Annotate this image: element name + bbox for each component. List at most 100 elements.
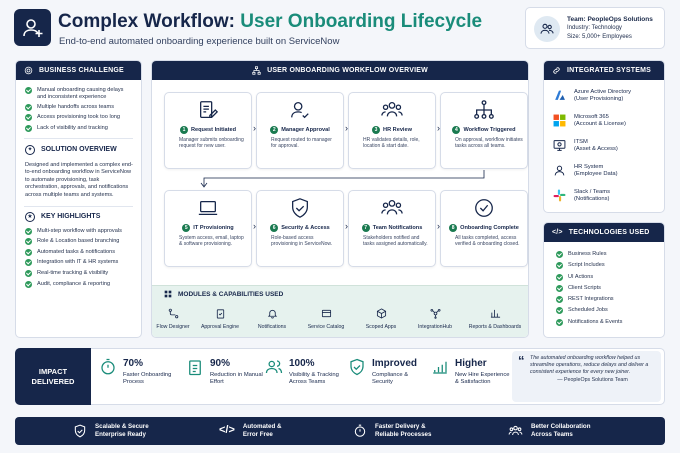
step-title: IT Provisioning xyxy=(193,225,234,231)
header-logo xyxy=(14,9,51,46)
team-people-icon xyxy=(508,425,523,435)
challenge-header: BUSINESS CHALLENGE xyxy=(16,61,141,80)
team-people-icon xyxy=(540,23,554,34)
grid-icon xyxy=(164,290,172,298)
quote-text: The automated onboarding workflow helped… xyxy=(530,355,649,375)
workflow-title: USER ONBOARDING WORKFLOW OVERVIEW xyxy=(267,67,428,74)
arrow-right-icon: › xyxy=(345,123,348,133)
quote-author: — PeopleOps Solutions Team xyxy=(557,377,628,383)
left-panel: BUSINESS CHALLENGE Manual onboarding cau… xyxy=(15,60,142,338)
check-icon xyxy=(25,238,32,246)
technologies-panel: </> TECHNOLOGIES USED Business Rules Scr… xyxy=(543,222,665,338)
arrow-right-icon: › xyxy=(345,221,348,231)
user-add-icon xyxy=(22,18,42,37)
step-desc: HR validates details, role, location & s… xyxy=(363,137,420,150)
list-item: UI Actions xyxy=(556,273,658,281)
step-number: 1 xyxy=(179,126,188,134)
systems-panel: INTEGRATED SYSTEMS xyxy=(543,60,665,213)
technologies-header: </> TECHNOLOGIES USED xyxy=(544,223,664,242)
system-microsoft-365: Microsoft 365(Account & License) xyxy=(553,114,626,128)
shield-check-icon xyxy=(74,424,86,437)
arrow-right-icon: › xyxy=(253,221,256,231)
form-edit-icon xyxy=(200,101,219,118)
module-approval-engine: Approval Engine xyxy=(189,308,251,330)
system-azure: Azure Active Directory(User Provisioning… xyxy=(553,89,631,103)
workflow-header: USER ONBOARDING WORKFLOW OVERVIEW xyxy=(152,61,528,80)
clipboard-check-icon xyxy=(216,309,224,319)
trend-up-icon xyxy=(433,361,447,374)
shield-check-icon xyxy=(292,198,308,218)
hierarchy-icon xyxy=(474,100,494,119)
step-number: 4 xyxy=(452,126,461,134)
page-subtitle: End-to-end automated onboarding experien… xyxy=(59,36,340,47)
slack-icon xyxy=(553,189,566,202)
list-item: Automated tasks & notifications xyxy=(25,248,133,256)
highlights-list: Multi-step workflow with approvals Role … xyxy=(16,222,141,288)
people-group-icon xyxy=(381,102,403,117)
step-title: Team Notifications xyxy=(372,225,423,231)
check-icon xyxy=(556,251,563,258)
check-icon xyxy=(556,307,563,315)
systems-header: INTEGRATED SYSTEMS xyxy=(544,61,664,80)
people-group-icon xyxy=(381,200,403,215)
catalog-icon xyxy=(321,309,331,318)
team-name: Team: PeopleOps Solutions xyxy=(567,16,653,23)
step-number: 3 xyxy=(372,126,381,134)
system-hr: HR System(Employee Data) xyxy=(553,164,618,178)
list-item: REST Integrations xyxy=(556,296,658,304)
challenge-list: Manual onboarding causing delays and inc… xyxy=(16,80,141,132)
arrow-right-icon: › xyxy=(437,123,440,133)
monitor-gear-icon xyxy=(553,140,566,151)
check-icon xyxy=(25,280,32,288)
check-icon xyxy=(556,273,563,281)
check-icon xyxy=(556,284,563,292)
page-title: Complex Workflow: User Onboarding Lifecy… xyxy=(58,11,482,33)
users-icon xyxy=(265,360,283,374)
laptop-icon xyxy=(198,200,218,216)
microsoft-icon xyxy=(553,114,566,127)
step-number: 6 xyxy=(270,224,279,232)
footer-item-2: </> Automated &Error Free xyxy=(219,423,282,438)
cube-icon xyxy=(376,308,386,319)
user-icon xyxy=(554,165,565,176)
list-item: Audit, compliance & reporting xyxy=(25,280,133,288)
step-desc: Manager submits onboarding request for n… xyxy=(179,137,244,150)
team-size: Size: 5,000+ Employees xyxy=(567,34,632,40)
list-item: Manual onboarding causing delays and inc… xyxy=(25,87,133,101)
team-industry: Industry: Technology xyxy=(567,25,622,31)
arrow-right-icon: › xyxy=(253,123,256,133)
list-item: Multi-step workflow with approvals xyxy=(25,227,133,235)
system-itsm: ITSM(Asset & Access) xyxy=(553,139,618,153)
module-service-catalog: Service Catalog xyxy=(295,308,357,330)
flow-icon xyxy=(168,308,178,319)
bell-icon xyxy=(267,309,277,319)
check-icon xyxy=(25,114,32,122)
footer-bar xyxy=(15,417,665,445)
list-item: Access provisioning took too long xyxy=(25,114,133,122)
arrow-right-icon: › xyxy=(437,221,440,231)
sitemap-icon xyxy=(252,66,261,75)
step-number: 7 xyxy=(361,224,370,232)
title-prefix: Complex Workflow: xyxy=(58,11,235,32)
target-icon xyxy=(24,66,33,75)
stopwatch-icon xyxy=(101,358,115,375)
check-icon xyxy=(556,296,563,304)
list-item: Script Includes xyxy=(556,262,658,270)
list-item: Business Rules xyxy=(556,251,658,258)
check-icon xyxy=(25,87,32,94)
list-item: Integration with IT & HR systems xyxy=(25,259,133,267)
check-icon xyxy=(25,269,32,277)
step-number: 8 xyxy=(449,224,458,232)
